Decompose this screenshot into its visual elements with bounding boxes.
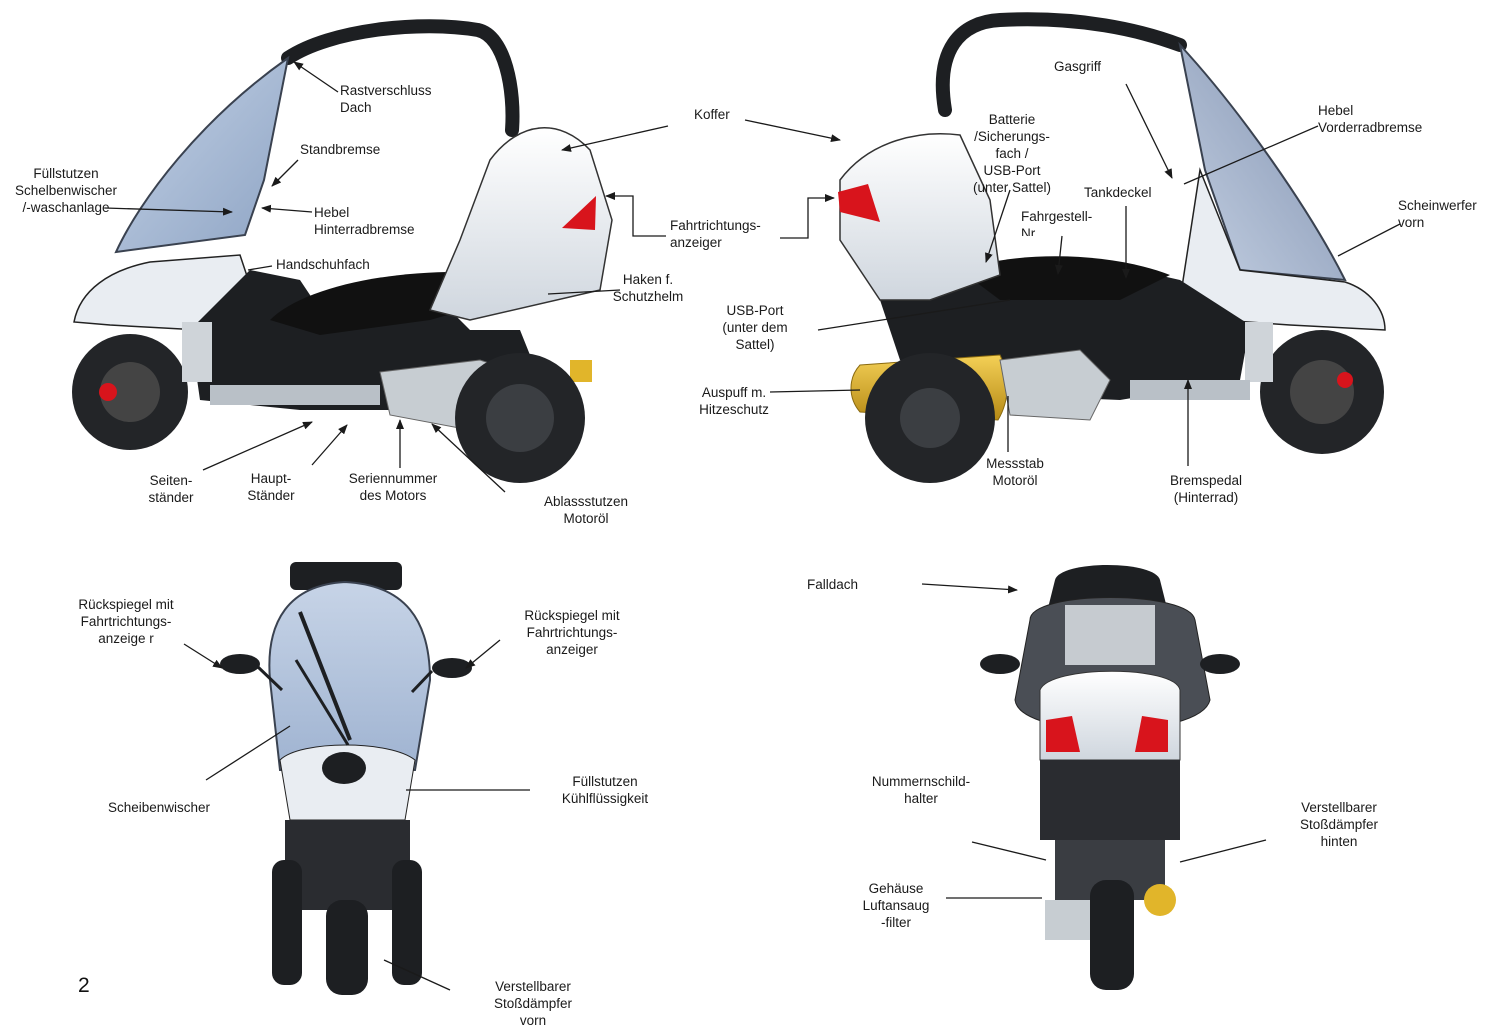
top-box (839, 133, 1001, 301)
label-usb-port: USB-Port (unter dem Sattel) (722, 303, 788, 352)
label-batterie-fach: Batterie /Sicherungs- fach / USB-Port (u… (972, 112, 1052, 195)
front-wheel-center (326, 900, 368, 995)
label-gasgriff: Gasgriff (1054, 59, 1102, 74)
scooter-side-view-left (72, 19, 613, 483)
rear-indicator-left (1046, 716, 1080, 752)
page-number: 2 (78, 974, 90, 997)
rear-wheel (1090, 880, 1134, 990)
label-verstellbarer-hinten: Verstellbarer Stoßdämpfer hinten (1299, 800, 1379, 849)
label-gehaeuse-luftfilter: Gehäuse Luftansaug -filter (862, 881, 930, 930)
rear-indicator (838, 184, 880, 222)
label-hebel-vorderradbremse: Hebel Vorderradbremse (1318, 103, 1423, 135)
windshield (114, 55, 290, 254)
label-scheinwerfer-vorn: Scheinwerfer vorn (1398, 198, 1477, 230)
label-fahrtrichtungsanzeiger: Fahrtrichtungs- anzeiger (670, 218, 761, 250)
label-seitenstaender: Seiten- ständer (148, 473, 194, 505)
label-bremspedal: Bremspedal (Hinterrad) (1169, 473, 1243, 505)
scooter-rear-view (980, 565, 1240, 990)
rear-indicator-right (1135, 716, 1168, 752)
label-rueckspiegel-rechts: Rückspiegel mit Fahrtrichtungs- anzeiger (524, 608, 620, 657)
leader-lines (104, 61, 1401, 991)
label-haken-schutzhelm: Haken f. Schutzhelm (612, 272, 684, 304)
label-rueckspiegel-links: Rückspiegel mit Fahrtrichtungs- anzeige … (78, 597, 174, 646)
label-fuellstutzen-kuehlfluessigkeit: Füllstutzen Kühlflüssigkeit (561, 774, 649, 806)
label-standbremse: Standbremse (300, 142, 381, 157)
label-tankdeckel: Tankdeckel (1084, 185, 1152, 200)
label-ablassstutzen-motoroel: Ablassstutzen Motoröl (543, 494, 629, 526)
label-nummernschildhalter: Nummernschild- halter (871, 774, 971, 806)
label-seriennummer-motor: Seriennummer des Motors (348, 471, 438, 503)
top-box (428, 127, 613, 321)
scooter-side-view-right (838, 12, 1386, 483)
label-fahrgestell-nr: Fahrgestell- Nr (1021, 209, 1093, 236)
windshield (1178, 41, 1347, 282)
label-hebel-hinterradbremse: Hebel Hinterradbremse (314, 205, 415, 237)
rear-indicator (562, 196, 596, 230)
scooter-front-view (220, 562, 472, 995)
label-messstab: Messstab Motoröl (986, 456, 1044, 488)
label-hauptstaender: Haupt- Ständer (247, 471, 295, 503)
label-verstellbarer-vorn: Verstellbarer Stoßdämpfer vorn (493, 979, 573, 1028)
label-handschuhfach: Handschuhfach (276, 257, 370, 272)
label-fuellstutzen-scheibenwischer: Füllstutzen Schelbenwischer /-waschanlag… (14, 166, 118, 215)
windshield (268, 580, 432, 771)
front-wheel-right (392, 860, 422, 985)
label-falldach: Falldach (807, 577, 859, 592)
front-wheel-left (272, 860, 302, 985)
label-scheibenwischer: Scheibenwischer (108, 800, 211, 815)
label-rastverschluss-dach: Rastverschluss Dach (340, 83, 432, 115)
label-auspuff: Auspuff m. Hitzeschutz (699, 385, 769, 417)
label-koffer: Koffer (694, 107, 730, 122)
